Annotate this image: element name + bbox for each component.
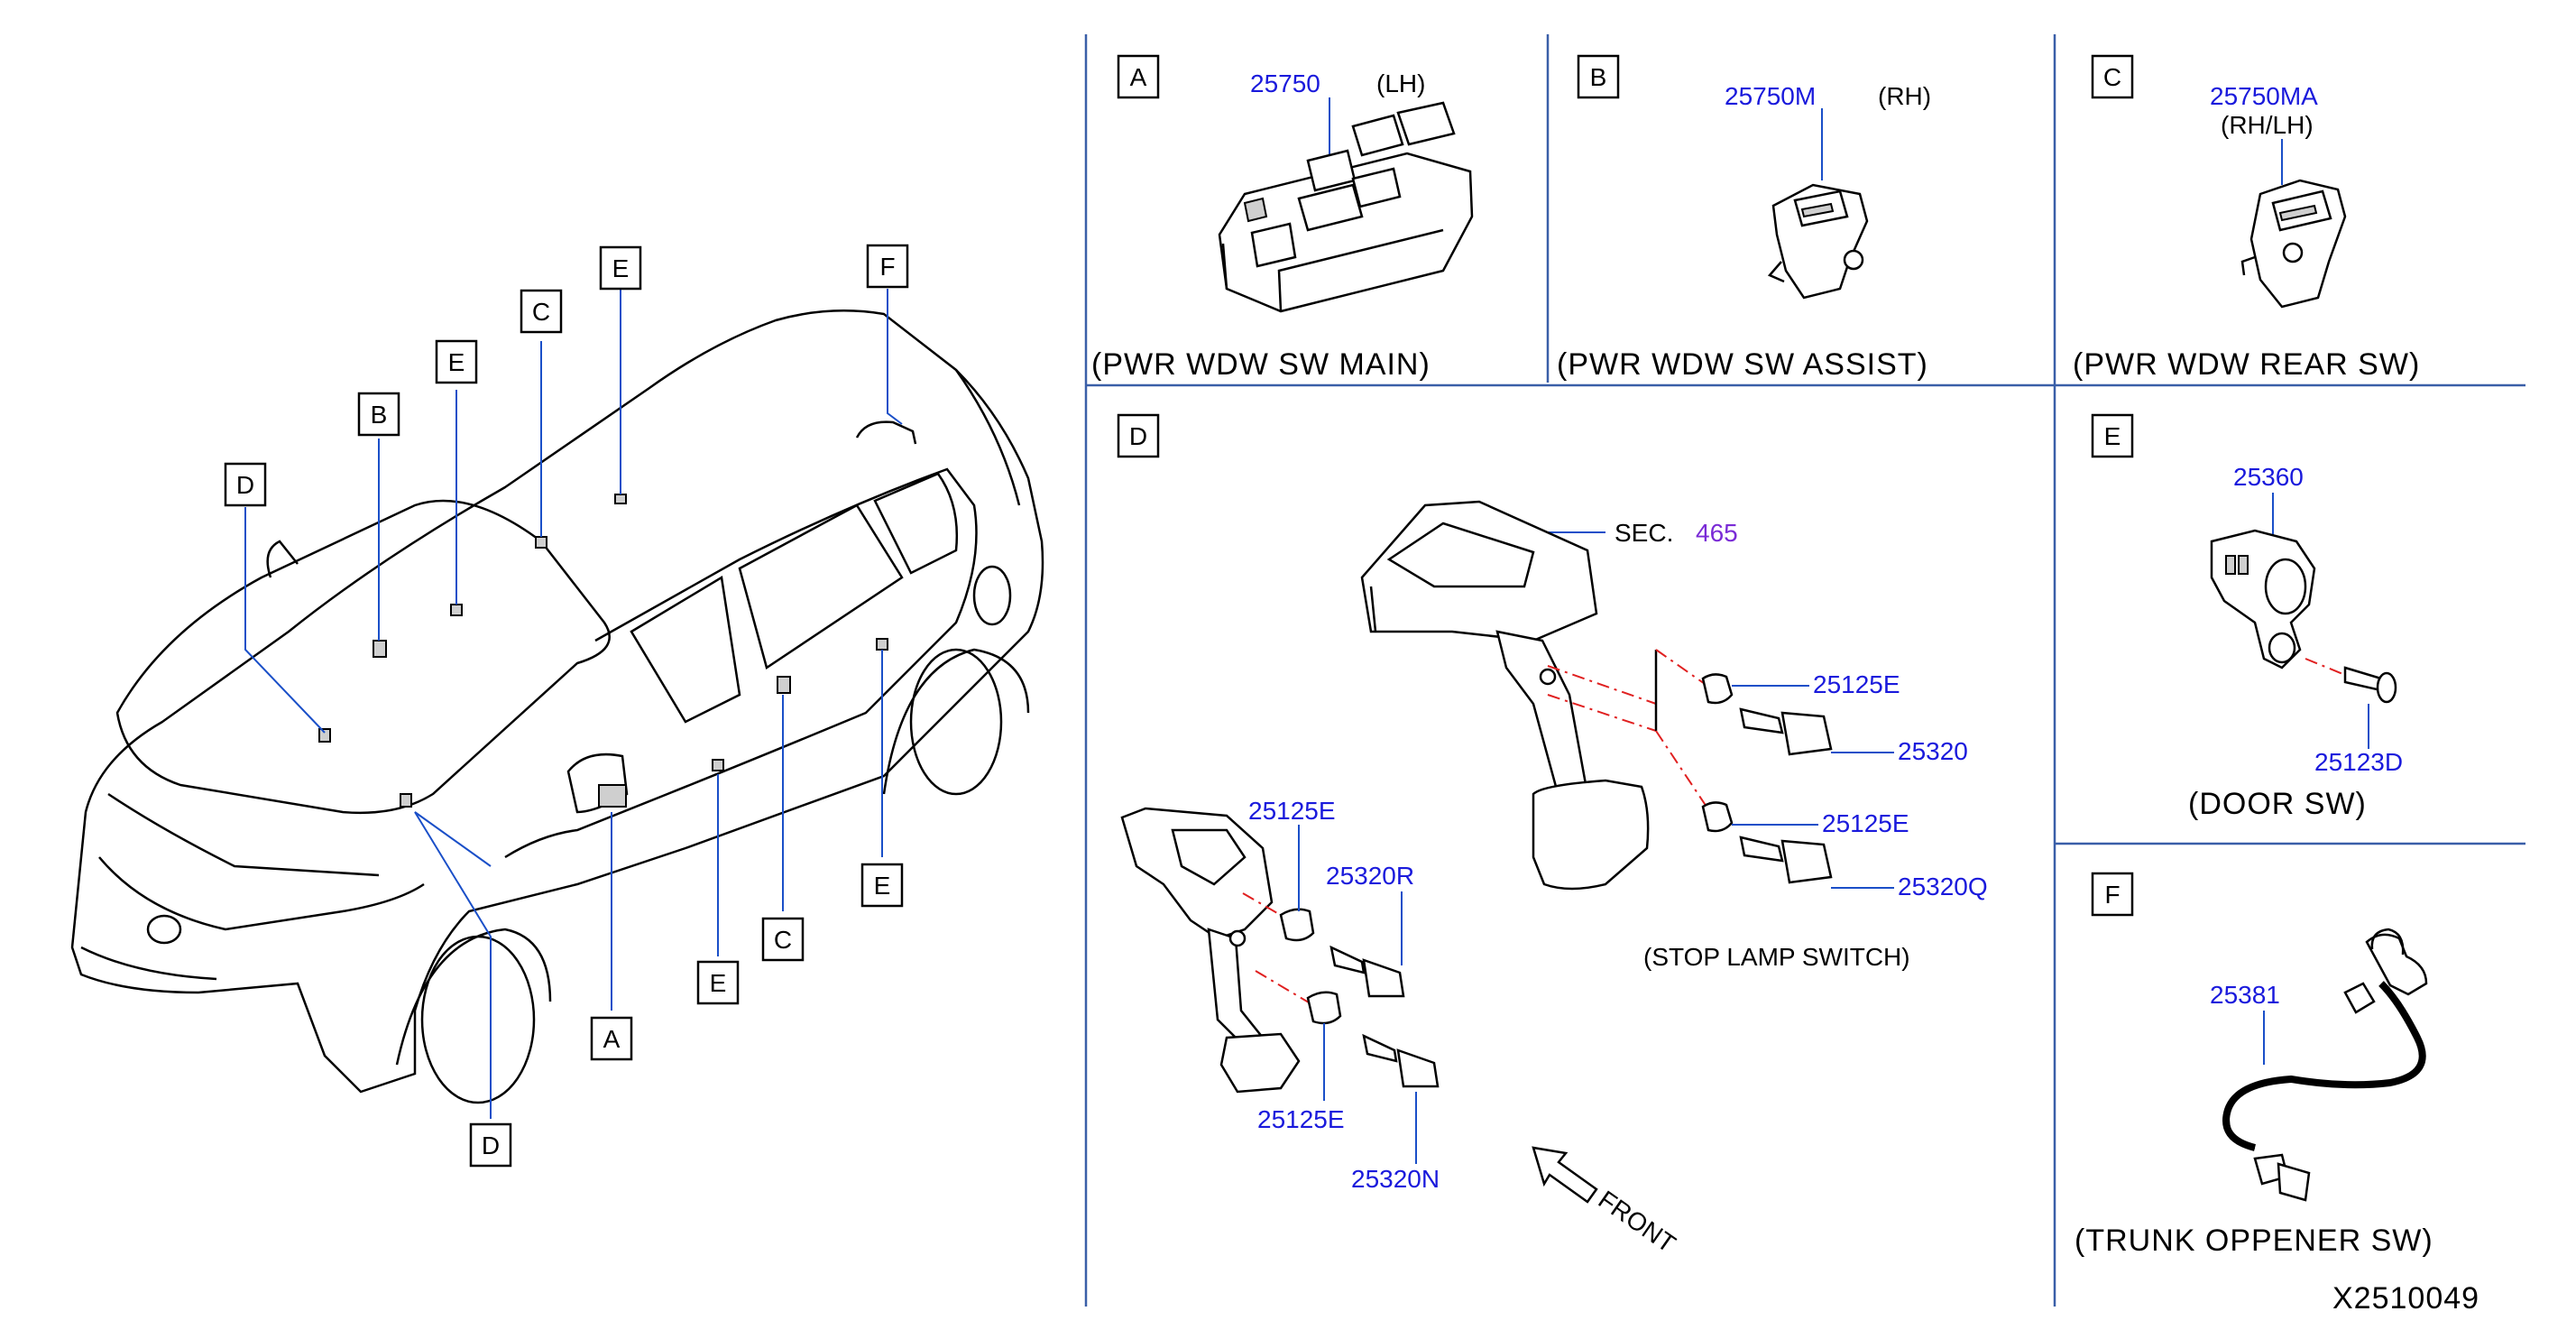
svg-text:25320N: 25320N	[1351, 1165, 1440, 1193]
svg-text:A: A	[603, 1025, 621, 1053]
callout-e-mid: E	[435, 339, 478, 384]
svg-text:F: F	[2104, 881, 2120, 909]
vehicle-callouts: E C E B D F E C	[224, 244, 909, 1168]
svg-text:25750MA: 25750MA	[2210, 82, 2318, 110]
svg-text:E: E	[448, 348, 465, 376]
svg-text:25125E: 25125E	[1257, 1105, 1345, 1133]
stop-lamp-switch-lower-drawing	[1279, 908, 1440, 1088]
power-window-assist-switch-drawing	[1767, 183, 1869, 300]
door-switch-drawing	[2210, 529, 2397, 704]
panel-f: F 25381 (TRUNK OPPENER SW)	[2075, 872, 2433, 1258]
svg-text:E: E	[2104, 422, 2121, 450]
vehicle-leader-lines	[244, 289, 903, 1119]
callout-c-top: C	[520, 289, 563, 334]
svg-text:C: C	[532, 298, 550, 326]
svg-text:25320R: 25320R	[1326, 862, 1414, 890]
callout-c-bottom: C	[761, 917, 805, 962]
svg-text:E: E	[612, 254, 630, 282]
svg-text:25750M: 25750M	[1725, 82, 1816, 110]
panel-d: D SEC. 465 25125E 25320	[1117, 413, 1988, 1259]
svg-text:C: C	[774, 926, 792, 954]
svg-text:(RH/LH): (RH/LH)	[2221, 111, 2314, 139]
svg-text:F: F	[879, 253, 895, 281]
svg-text:D: D	[236, 471, 254, 499]
svg-text:C: C	[2103, 63, 2121, 91]
svg-text:D: D	[482, 1131, 500, 1159]
clutch-pedal-assembly-drawing	[1120, 807, 1301, 1094]
svg-text:(LH): (LH)	[1376, 69, 1425, 97]
svg-text:25125E: 25125E	[1822, 809, 1909, 837]
panel-c: C 25750MA (RH/LH) (PWR WDW REAR SW)	[2073, 54, 2420, 382]
svg-text:B: B	[371, 401, 388, 429]
svg-text:465: 465	[1696, 519, 1738, 547]
svg-text:E: E	[710, 969, 727, 997]
svg-text:25320Q: 25320Q	[1898, 873, 1988, 900]
svg-text:FRONT: FRONT	[1594, 1186, 1681, 1259]
callout-e-top: E	[599, 245, 642, 291]
svg-text:25381: 25381	[2210, 981, 2280, 1009]
svg-text:25123D: 25123D	[2314, 748, 2403, 776]
svg-text:(PWR WDW REAR SW): (PWR WDW REAR SW)	[2073, 347, 2420, 382]
trunk-opener-harness-drawing	[2222, 928, 2428, 1202]
svg-text:E: E	[874, 872, 891, 900]
power-window-rear-switch-drawing	[2240, 179, 2347, 309]
power-window-main-switch-drawing	[1218, 101, 1474, 313]
front-arrow-icon	[1532, 1146, 1598, 1204]
svg-text:SEC.: SEC.	[1615, 519, 1673, 547]
stop-lamp-switch-upper-drawing	[1701, 673, 1833, 884]
vehicle-illustration	[70, 309, 1044, 1104]
panel-e: E 25360 25123D (DOOR SW)	[2091, 413, 2403, 821]
svg-text:25750: 25750	[1250, 69, 1320, 97]
panel-b: B 25750M (RH) (PWR WDW SW ASSIST)	[1557, 54, 1931, 382]
svg-text:A: A	[1130, 63, 1147, 91]
callout-d-left: D	[224, 462, 267, 507]
callout-a: A	[590, 1016, 633, 1061]
panel-a: A 25750 (LH) (PWR WDW SW MAIN)	[1091, 54, 1474, 382]
brake-pedal-assembly-drawing	[1360, 500, 1650, 891]
callout-e-bottom: E	[696, 960, 740, 1005]
svg-text:(DOOR SW): (DOOR SW)	[2188, 787, 2367, 821]
svg-text:(STOP LAMP SWITCH): (STOP LAMP SWITCH)	[1643, 943, 1910, 971]
svg-text:(TRUNK OPPENER SW): (TRUNK OPPENER SW)	[2075, 1224, 2433, 1258]
svg-text:B: B	[1590, 63, 1607, 91]
svg-text:25125E: 25125E	[1813, 670, 1900, 698]
svg-text:(PWR WDW SW ASSIST): (PWR WDW SW ASSIST)	[1557, 347, 1928, 382]
callout-b: B	[357, 392, 400, 437]
svg-text:25125E: 25125E	[1248, 797, 1336, 825]
svg-text:25360: 25360	[2233, 463, 2304, 491]
svg-text:25320: 25320	[1898, 737, 1968, 765]
callout-f: F	[866, 244, 909, 289]
svg-text:D: D	[1129, 422, 1147, 450]
panel-dividers	[1084, 34, 2525, 1307]
callout-d-bottom: D	[469, 1122, 512, 1168]
component-markers	[318, 494, 888, 808]
svg-text:(PWR WDW SW MAIN): (PWR WDW SW MAIN)	[1091, 347, 1431, 382]
diagram-id: X2510049	[2332, 1281, 2479, 1316]
svg-text:(RH): (RH)	[1878, 82, 1931, 110]
callout-e-right: E	[860, 863, 904, 908]
